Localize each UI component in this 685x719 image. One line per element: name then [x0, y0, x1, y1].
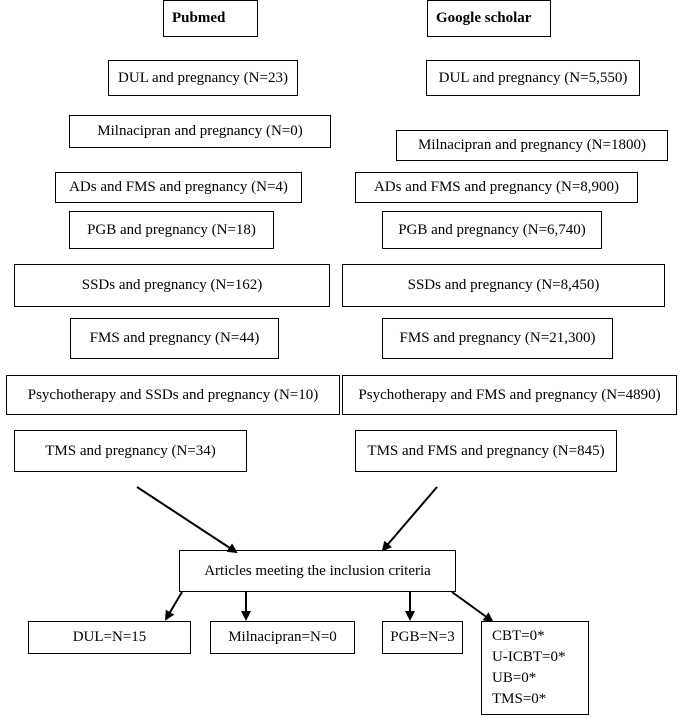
inclusion-criteria-box: Articles meeting the inclusion criteria: [179, 550, 456, 592]
pubmed-header: Pubmed: [163, 0, 258, 37]
pubmed-box-label: SSDs and pregnancy (N=162): [81, 277, 263, 293]
result-line-u-icbt: U-ICBT=0*: [492, 649, 566, 665]
google-box-label: FMS and pregnancy (N=21,300): [399, 330, 596, 346]
google-to-criteria-arrow: [381, 486, 438, 552]
inclusion-criteria-label: Articles meeting the inclusion criteria: [204, 562, 431, 579]
google-box-label: TMS and FMS and pregnancy (N=845): [367, 442, 605, 459]
pubmed-box-label: ADs and FMS and pregnancy (N=4): [69, 179, 288, 195]
google-box-label: SSDs and pregnancy (N=8,450): [407, 277, 600, 293]
pubmed-box-label: PGB and pregnancy (N=18): [87, 221, 256, 238]
pubmed-box-milnacipran: Milnacipran and pregnancy (N=0): [69, 115, 331, 148]
pubmed-box-psychotherapy: Psychotherapy and SSDs and pregnancy (N=…: [6, 375, 340, 415]
google-box-tms: TMS and FMS and pregnancy (N=845): [355, 430, 617, 472]
result-line-tms: TMS=0*: [492, 691, 547, 707]
result-label: PGB=N=3: [390, 629, 455, 645]
google-box-label: DUL and pregnancy (N=5,550): [438, 69, 628, 86]
result-box-pgb: PGB=N=3: [382, 621, 463, 654]
result-box-other: CBT=0* U-ICBT=0* UB=0* TMS=0*: [481, 621, 589, 715]
google-box-label: PGB and pregnancy (N=6,740): [398, 221, 586, 238]
pubmed-box-label: FMS and pregnancy (N=44): [89, 330, 260, 346]
google-box-pgb: PGB and pregnancy (N=6,740): [382, 211, 602, 249]
google-box-dul: DUL and pregnancy (N=5,550): [426, 60, 640, 96]
criteria-to-dul-arrow: [164, 591, 183, 621]
google-box-label: ADs and FMS and pregnancy (N=8,900): [373, 179, 620, 195]
pubmed-box-ads-fms: ADs and FMS and pregnancy (N=4): [55, 172, 302, 203]
result-label: Milnacipran=N=0: [228, 629, 337, 645]
pubmed-header-label: Pubmed: [172, 10, 226, 26]
pubmed-to-criteria-arrow: [136, 486, 238, 554]
result-box-dul: DUL=N=15: [28, 621, 191, 654]
pubmed-box-fms: FMS and pregnancy (N=44): [70, 318, 279, 359]
google-scholar-header-label: Google scholar: [436, 10, 532, 26]
google-box-ads-fms: ADs and FMS and pregnancy (N=8,900): [355, 172, 638, 203]
pubmed-box-ssds: SSDs and pregnancy (N=162): [14, 264, 330, 307]
pubmed-box-label: Milnacipran and pregnancy (N=0): [97, 123, 303, 139]
google-box-label: Milnacipran and pregnancy (N=1800): [418, 137, 646, 153]
criteria-to-other-arrow: [451, 591, 494, 623]
pubmed-box-label: TMS and pregnancy (N=34): [45, 442, 216, 459]
google-box-psychotherapy: Psychotherapy and FMS and pregnancy (N=4…: [342, 375, 677, 415]
result-box-milnacipran: Milnacipran=N=0: [210, 621, 355, 654]
google-box-ssds: SSDs and pregnancy (N=8,450): [342, 264, 665, 307]
google-box-fms: FMS and pregnancy (N=21,300): [382, 318, 613, 359]
pubmed-box-label: DUL and pregnancy (N=23): [118, 69, 288, 86]
result-line-ub: UB=0*: [492, 670, 537, 686]
pubmed-box-label: Psychotherapy and SSDs and pregnancy (N=…: [27, 386, 319, 403]
google-box-milnacipran: Milnacipran and pregnancy (N=1800): [396, 130, 668, 161]
result-line-cbt: CBT=0*: [492, 628, 545, 644]
result-label: DUL=N=15: [72, 629, 147, 645]
google-box-label: Psychotherapy and FMS and pregnancy (N=4…: [358, 386, 661, 403]
pubmed-box-pgb: PGB and pregnancy (N=18): [69, 211, 274, 249]
pubmed-box-tms: TMS and pregnancy (N=34): [14, 430, 247, 472]
google-scholar-header: Google scholar: [427, 0, 551, 37]
pubmed-box-dul: DUL and pregnancy (N=23): [108, 60, 298, 96]
